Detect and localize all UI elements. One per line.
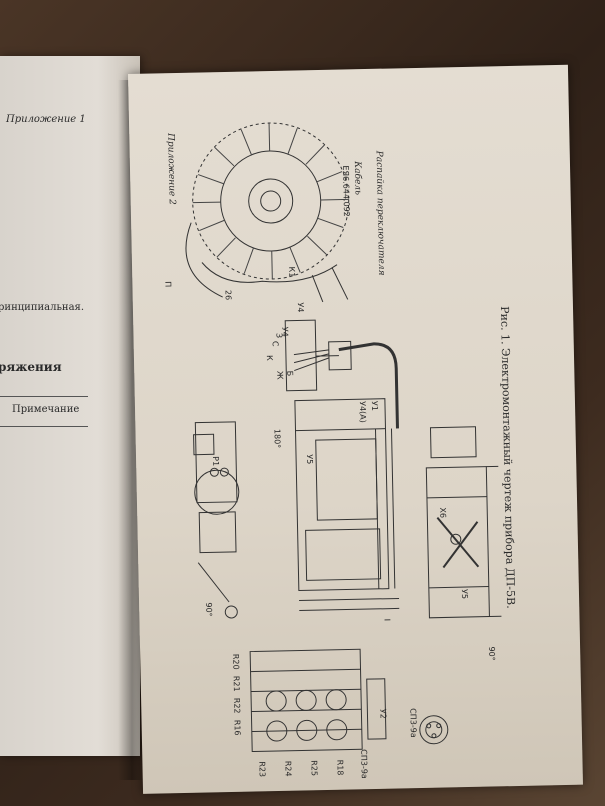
cable-code: ЕЯ6.644.092 (340, 165, 352, 217)
label-r25: R25 (309, 760, 319, 777)
cable-label: Кабель (351, 161, 363, 196)
left-page-principal-text: ринципиальная. (0, 302, 85, 313)
label-r24: R24 (283, 760, 293, 777)
switch-label: П (163, 281, 173, 288)
left-page-rule (0, 426, 88, 427)
label-u1: У1 (369, 400, 380, 411)
label-u5: У5 (305, 454, 315, 465)
relay-assembly (193, 421, 240, 619)
cable-assembly (284, 319, 399, 589)
label-k: К (264, 355, 275, 361)
label-z: З (274, 332, 284, 339)
connector-sp3 (419, 715, 449, 745)
switch-circle-diagram (185, 122, 350, 303)
label-i: I (382, 618, 392, 622)
label-u4a-top: У4 (295, 302, 306, 313)
label-zh: Ж (275, 370, 285, 380)
label-r16: R16 (232, 719, 242, 736)
label-26: 26 (223, 289, 233, 301)
left-page-header: Приложение 1 (6, 114, 86, 125)
label-x6: Х6 (438, 507, 448, 519)
relay-label: Р1 (211, 456, 221, 467)
label-u4a: У4(А) (357, 401, 368, 423)
right-page: Рис. 1. Электромонтажный чертеж прибора … (128, 64, 583, 794)
label-c: С (270, 340, 280, 347)
left-page-note-header: Примечание (12, 404, 80, 415)
angle-90-right: 90° (487, 646, 497, 661)
label-r20: R20 (231, 653, 241, 670)
label-r21: R21 (231, 675, 241, 692)
label-sp3-left: СП3-9а (359, 749, 369, 779)
label-k1: К1 (287, 266, 297, 278)
lower-subassembly (425, 426, 502, 619)
chassis-block (294, 398, 400, 612)
left-page-voltage-text: ряжения (0, 360, 62, 374)
angle-180: 180° (272, 428, 282, 449)
label-u5-lower: У5 (459, 588, 470, 600)
left-page: Приложение 1 ринципиальная. ряжения Прим… (0, 56, 140, 756)
label-r18: R18 (335, 759, 345, 776)
angle-90-left: 90° (204, 602, 214, 617)
label-b: Б (285, 370, 295, 377)
appendix-label: Приложение 2 (165, 133, 177, 205)
label-r23: R23 (257, 761, 267, 778)
label-r22: R22 (232, 697, 242, 714)
label-u2: У2 (378, 708, 388, 719)
resistor-board (249, 648, 387, 753)
left-page-rule (0, 396, 88, 397)
label-sp3-right: СП3-9а (408, 708, 418, 738)
wiring-drawing (185, 122, 502, 753)
